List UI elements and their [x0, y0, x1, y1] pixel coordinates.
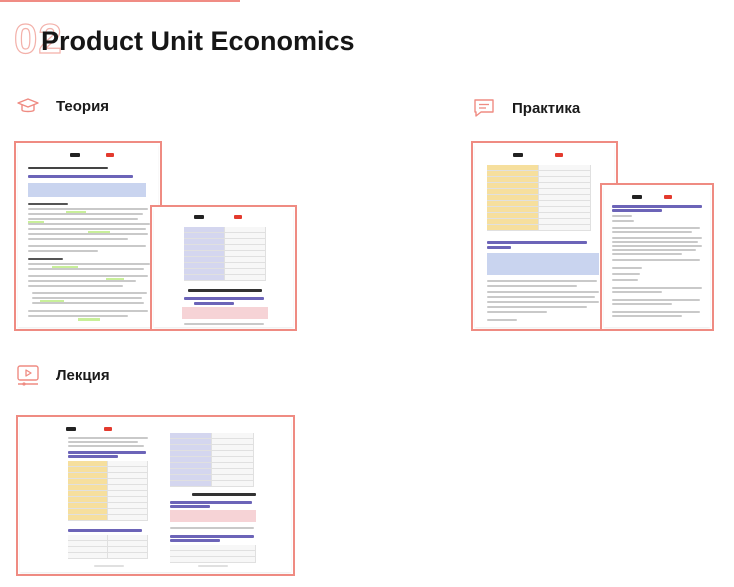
- document-page: [475, 145, 614, 327]
- lecture-preview[interactable]: [16, 415, 295, 576]
- document-spread: [20, 419, 291, 572]
- logo-icon: [70, 153, 80, 157]
- practice-preview-page-2[interactable]: [600, 183, 714, 331]
- video-play-icon: [16, 364, 40, 386]
- chat-bubble-icon: [472, 97, 496, 119]
- category-lecture[interactable]: Лекция: [16, 364, 110, 386]
- category-practice[interactable]: Практика: [472, 97, 580, 119]
- page-title: Product Unit Economics: [41, 26, 355, 56]
- category-label: Теория: [56, 97, 110, 115]
- graduation-cap-icon: [16, 97, 40, 115]
- category-label: Лекция: [56, 366, 110, 384]
- section-number: 02: [13, 15, 63, 62]
- category-theory[interactable]: Теория: [16, 97, 109, 115]
- document-page: [154, 209, 293, 327]
- theory-preview-page-2[interactable]: [150, 205, 297, 331]
- document-page: [604, 187, 710, 327]
- top-accent-rule: [0, 0, 240, 2]
- brand-icon: [106, 153, 114, 157]
- theory-preview-page-1[interactable]: [14, 141, 162, 331]
- category-label: Практика: [512, 99, 581, 117]
- practice-preview-page-1[interactable]: [471, 141, 618, 331]
- document-page: [18, 145, 158, 327]
